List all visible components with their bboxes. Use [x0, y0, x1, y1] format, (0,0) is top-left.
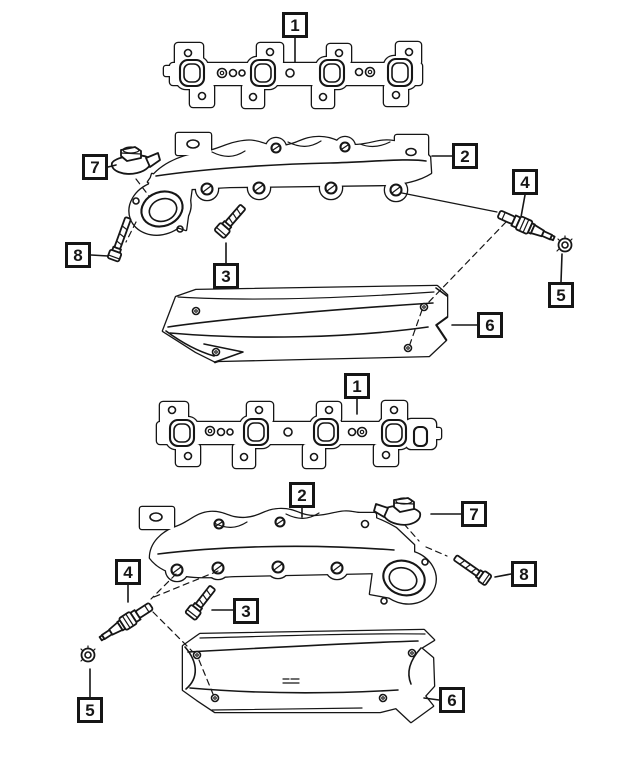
exhaust-manifold-top: [120, 131, 433, 245]
leader-lines: [89, 37, 563, 701]
callout-manifold-top[interactable]: 2: [452, 143, 478, 169]
manifold-bolt-bottom: [184, 585, 216, 621]
stamp-mark: [282, 678, 300, 684]
callout-shield-bottom[interactable]: 6: [439, 687, 465, 713]
callout-manifold-bottom[interactable]: 2: [289, 482, 315, 508]
sensor-nut-bottom: [80, 645, 96, 663]
sensor-nut-top: [556, 235, 573, 253]
flange-cap-nut-top: [111, 146, 161, 175]
callout-nut-bottom[interactable]: 5: [77, 697, 103, 723]
callout-cap-bottom[interactable]: 7: [461, 501, 487, 527]
flange-cap-nut-bottom: [373, 497, 422, 526]
exhaust-manifold-gasket-bottom: [155, 399, 443, 470]
exhaust-manifold-gasket-top: [162, 40, 424, 110]
flange-bolt-bottom: [453, 554, 493, 586]
callout-nut-top[interactable]: 5: [548, 282, 574, 308]
exhaust-sensor-bottom: [98, 602, 154, 642]
heat-shield-top: [161, 284, 449, 364]
callout-bolt-bottom[interactable]: 3: [233, 598, 259, 624]
callout-gasket-top[interactable]: 1: [282, 12, 308, 38]
callout-sensor-bottom[interactable]: 4: [115, 559, 141, 585]
callout-sensor-top[interactable]: 4: [512, 169, 538, 195]
callout-stud-top[interactable]: 8: [65, 242, 91, 268]
exhaust-sensor-top: [497, 210, 556, 242]
heat-shield-bottom: [181, 628, 436, 724]
manifold-bolt-top: [214, 204, 246, 239]
callout-bolt-top[interactable]: 3: [213, 263, 239, 289]
exhaust-manifold-bottom: [138, 505, 444, 613]
callout-shield-top[interactable]: 6: [477, 312, 503, 338]
callout-cap-top[interactable]: 7: [82, 154, 108, 180]
assembly-lines: [125, 178, 507, 695]
callout-gasket-bottom[interactable]: 1: [344, 373, 370, 399]
callout-stud-bottom[interactable]: 8: [511, 561, 537, 587]
flange-bolt-top: [106, 216, 132, 263]
